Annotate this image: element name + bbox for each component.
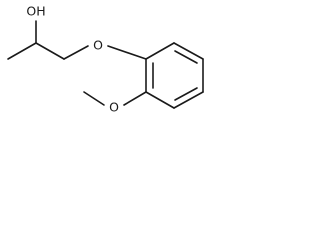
bond-ether-oxygen-to-ring: [107, 45, 147, 60]
bond-methyl-to-carbinol: [7, 42, 37, 60]
bond-ring-to-methoxy-oxygen: [123, 91, 147, 106]
bond-carbinol-to-methylene: [35, 42, 65, 60]
methoxy-oxygen-label: O: [109, 100, 119, 115]
ether-oxygen-label: O: [93, 38, 103, 53]
bond-methylene-to-ether-oxygen: [63, 45, 89, 60]
chemical-structure-diagram: OH O O: [7, 4, 204, 115]
ring-double-bond-bottom: [174, 87, 198, 101]
hydroxyl-label: OH: [26, 4, 45, 19]
bond-methoxy-oxygen-to-methyl: [83, 91, 105, 106]
ring-bond-5: [145, 91, 175, 109]
ring-bond-2: [173, 42, 204, 60]
ring-double-bond-top: [174, 50, 198, 64]
ring-bond-1: [145, 42, 175, 60]
ring-bond-4: [173, 91, 204, 109]
